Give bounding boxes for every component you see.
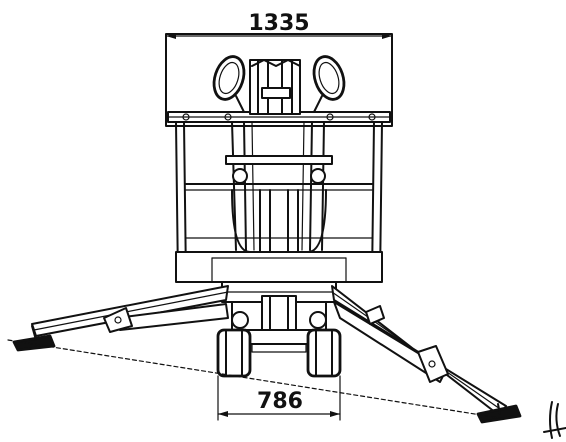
outrigger-right xyxy=(331,285,522,424)
ground-slope-dashed-line xyxy=(7,339,501,419)
track-width-dimension: 786 xyxy=(217,375,341,421)
basket-top-box xyxy=(165,33,393,127)
outrigger-left xyxy=(12,285,229,352)
wheel-left xyxy=(216,328,252,378)
chassis xyxy=(221,281,337,353)
wheel-right xyxy=(306,328,342,378)
platform-width-dimension: 1335 xyxy=(165,11,393,39)
platform-width-label: 1335 xyxy=(248,11,309,36)
work-light-left xyxy=(212,55,246,113)
track-width-label: 786 xyxy=(257,389,303,414)
basket-floor xyxy=(175,251,383,283)
boom-assembly xyxy=(225,59,333,253)
work-light-right xyxy=(312,55,346,113)
slope-angle-indicator xyxy=(543,401,566,439)
arrowhead-left-bottom xyxy=(218,411,228,417)
arrowhead-right-bottom xyxy=(330,411,340,417)
platform-basket xyxy=(165,33,393,283)
